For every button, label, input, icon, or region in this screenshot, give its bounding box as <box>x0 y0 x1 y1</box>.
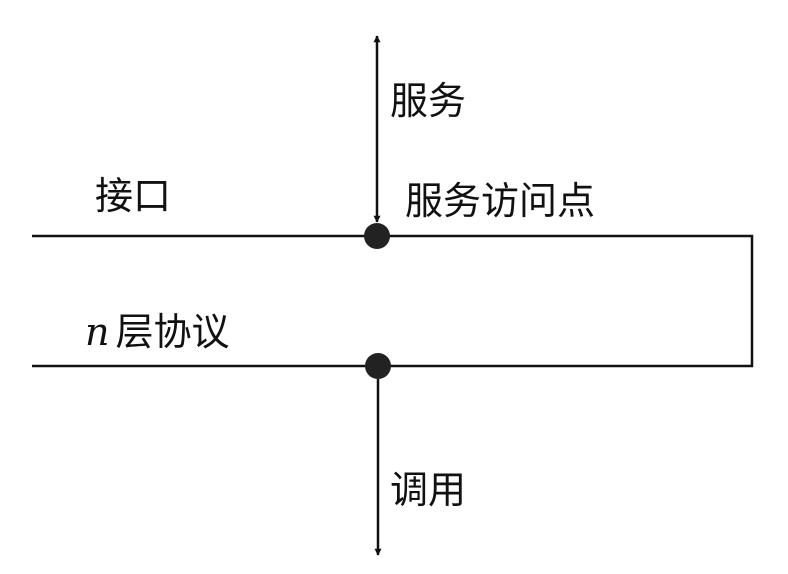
layer-protocol-text: 层协议 <box>115 310 229 354</box>
service-label: 服务 <box>390 79 466 123</box>
sap-label: 服务访问点 <box>405 179 595 223</box>
layer-n: n <box>85 310 109 354</box>
interface-label: 接口 <box>95 174 171 218</box>
call-label: 调用 <box>390 468 466 512</box>
upper-sap-dot <box>364 223 390 249</box>
layer-boundary <box>32 234 754 368</box>
lower-sap-dot <box>365 353 391 379</box>
